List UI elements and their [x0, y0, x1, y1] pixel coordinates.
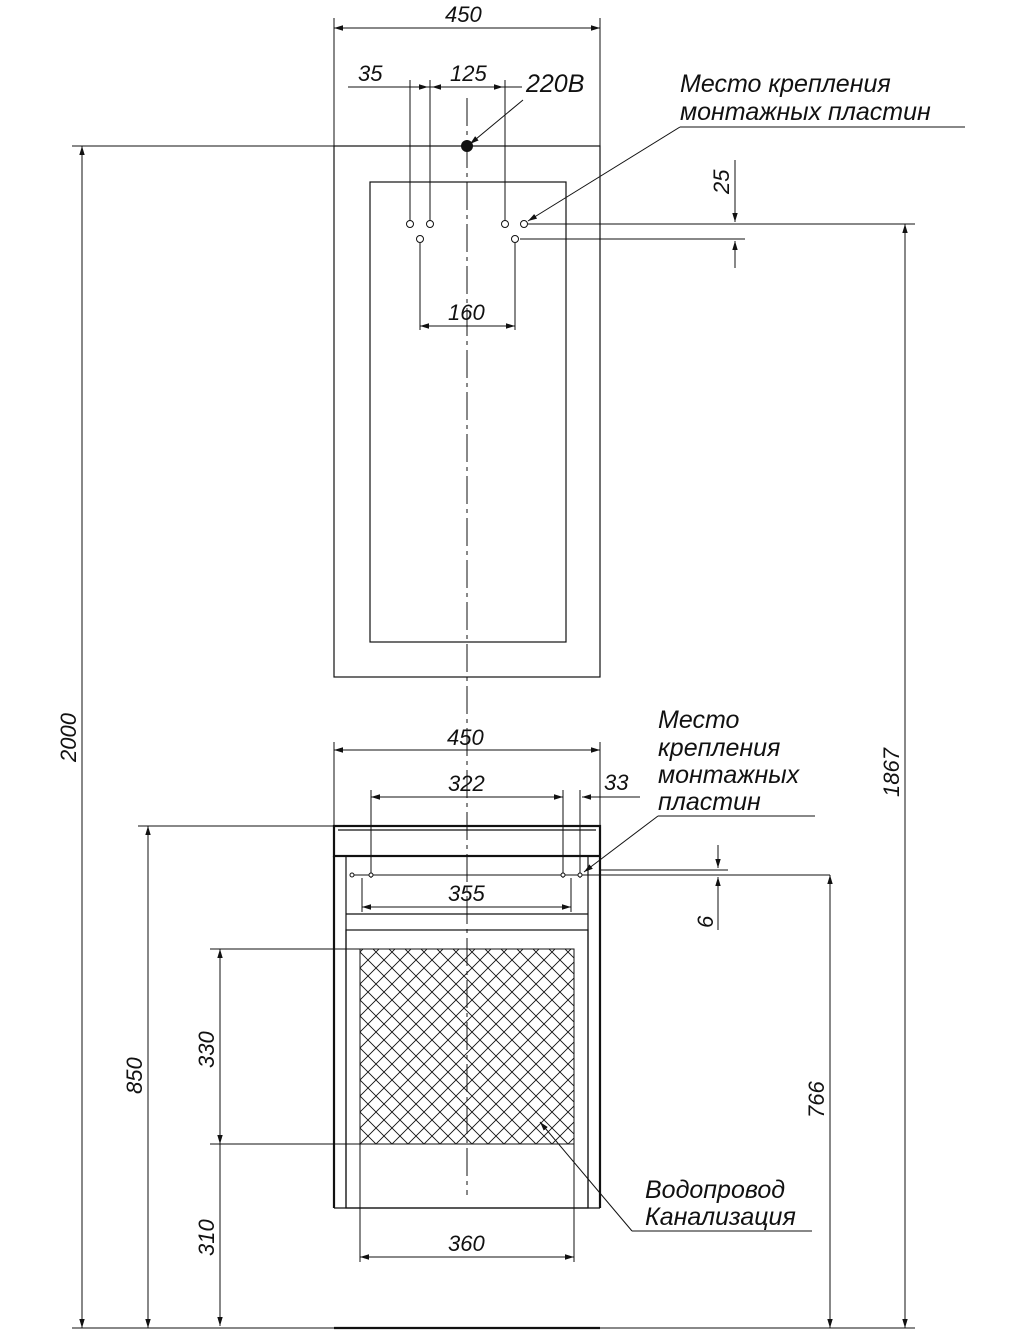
- plumbing-zone: [359, 948, 575, 1145]
- rail-height-label: 766: [804, 1081, 829, 1118]
- mirror-glass: [369, 181, 567, 643]
- mount-hole-2: [426, 220, 434, 228]
- mirror-mount-label-line2: монтажных пластин: [680, 98, 931, 126]
- cabinet-mount-label-line4: пластин: [658, 788, 761, 816]
- cabinet-mount-label-line3: монтажных: [658, 761, 801, 789]
- power-label: 220В: [525, 70, 584, 98]
- mirror-width-label: 450: [445, 2, 482, 27]
- mount-height-label: 1867: [879, 747, 904, 797]
- zone-height-label: 330: [194, 1031, 219, 1068]
- rail-vertical-label: 6: [693, 915, 718, 928]
- cabinet-view: 450 322 33 355 6: [194, 706, 830, 1330]
- cabinet-mount-label-line2: крепления: [658, 734, 780, 762]
- mount-hole-1: [406, 220, 414, 228]
- plumbing-label-line1: Водопровод: [645, 1176, 785, 1204]
- cabinet-width-label: 450: [447, 725, 484, 750]
- mount-hole-4: [520, 220, 528, 228]
- mount-vertical-label: 25: [709, 169, 734, 195]
- hole-offset-label: 35: [358, 61, 383, 86]
- mirror-view: 450 35 125 220В Место крепления монтажны…: [333, 2, 965, 678]
- plumbing-label-line2: Канализация: [645, 1203, 796, 1231]
- cabinet-mount-label-line1: Место: [658, 706, 739, 734]
- total-height-label: 2000: [56, 712, 81, 763]
- zone-width-label: 360: [448, 1231, 485, 1256]
- rail-width-label: 355: [448, 881, 485, 906]
- mount-hole-6: [511, 235, 519, 243]
- side-offset-label: 33: [604, 770, 629, 795]
- hole-spacing-label: 125: [450, 61, 487, 86]
- cabinet-top: [332, 824, 602, 858]
- mount-hole-3: [501, 220, 509, 228]
- cabinet-height-label: 850: [122, 1057, 147, 1094]
- mount-hole-5: [416, 235, 424, 243]
- inner-width-label: 322: [448, 771, 485, 796]
- mirror-mount-label-line1: Место крепления: [680, 70, 891, 98]
- overall-dimensions: 2000 850 1867 766: [56, 145, 915, 1329]
- cabinet-door: [345, 929, 589, 1209]
- zone-bottom-label: 310: [194, 1219, 219, 1256]
